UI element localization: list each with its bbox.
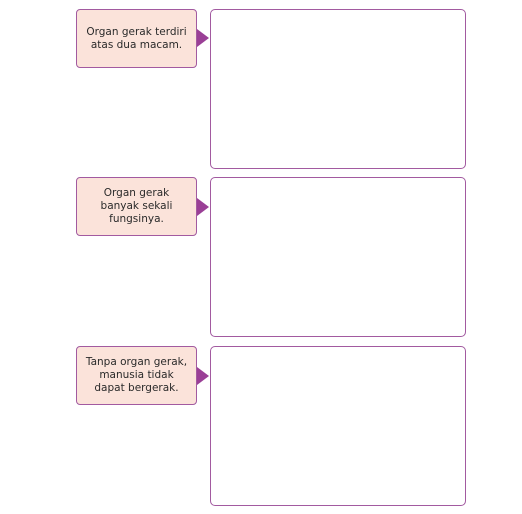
right-arrow-icon [197,198,209,216]
prompt-box-3: Tanpa organ gerak, manusia tidak dapat b… [76,346,197,405]
right-arrow-icon [197,29,209,47]
prompt-box-2: Organ gerak banyak sekali fungsinya. [76,177,197,236]
answer-box-3[interactable] [210,346,466,506]
right-arrow-icon [197,367,209,385]
prompt-text-2: Organ gerak banyak sekali fungsinya. [100,187,173,225]
prompt-text-3: Tanpa organ gerak, manusia tidak dapat b… [85,356,188,394]
prompt-text-1: Organ gerak terdiri atas dua macam. [86,25,187,51]
prompt-box-1: Organ gerak terdiri atas dua macam. [76,9,197,68]
answer-box-1[interactable] [210,9,466,169]
answer-box-2[interactable] [210,177,466,337]
